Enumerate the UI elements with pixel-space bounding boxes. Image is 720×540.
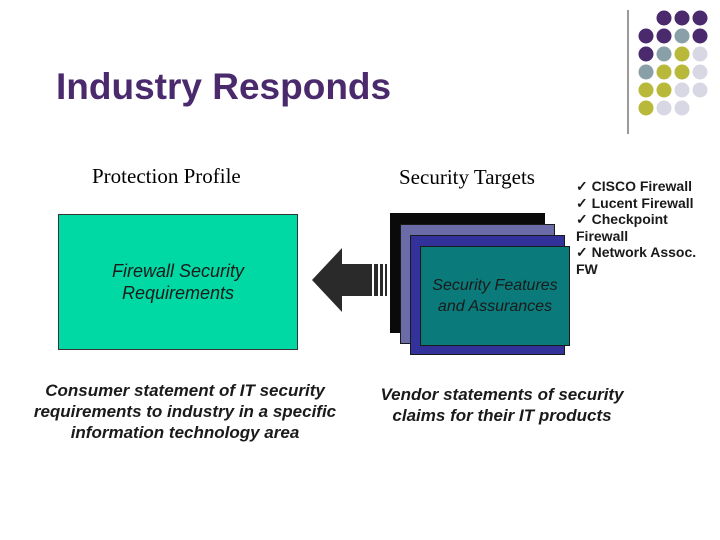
decorative-dot bbox=[692, 28, 708, 44]
decorative-dot bbox=[638, 28, 654, 44]
decorative-dot bbox=[638, 82, 654, 98]
decorative-dot bbox=[656, 10, 672, 26]
decorative-dot bbox=[638, 46, 654, 62]
decorative-dot bbox=[638, 100, 654, 116]
security-targets-label: Security Targets bbox=[399, 165, 535, 189]
decorative-dot bbox=[674, 46, 690, 62]
decorative-dot-grid bbox=[638, 10, 708, 116]
vendor-item: ✓ CISCO Firewall bbox=[576, 178, 692, 194]
decorative-dot bbox=[638, 64, 654, 80]
consumer-statement-caption: Consumer statement of IT security requir… bbox=[33, 381, 337, 442]
vendor-item: ✓ Lucent Firewall bbox=[576, 194, 694, 211]
decorative-dot bbox=[674, 100, 690, 116]
decorative-dot bbox=[656, 46, 672, 62]
decorative-dot bbox=[656, 100, 672, 116]
vendor-statement-caption: Vendor statements of security claims for… bbox=[380, 385, 624, 425]
slide-title: Industry Responds bbox=[56, 66, 392, 107]
decorative-dot bbox=[692, 10, 708, 26]
vendor-item: ✓ Network Assoc. FW bbox=[576, 244, 697, 277]
decorative-dot bbox=[674, 64, 690, 80]
vendor-item: ✓ Checkpoint Firewall bbox=[576, 211, 668, 244]
decorative-dot bbox=[692, 64, 708, 80]
protection-profile-box: Firewall Security Requirements bbox=[58, 214, 298, 350]
decorative-dot bbox=[692, 46, 708, 62]
decorative-dot bbox=[656, 28, 672, 44]
security-target-front-box: Security Features and Assurances bbox=[420, 246, 570, 346]
security-target-box-text: Security Features and Assurances bbox=[432, 277, 558, 315]
decorative-dot bbox=[674, 28, 690, 44]
decorative-dot bbox=[656, 82, 672, 98]
title-divider-line bbox=[627, 10, 629, 134]
protection-profile-box-text: Firewall Security Requirements bbox=[111, 261, 245, 303]
decorative-dot bbox=[692, 82, 708, 98]
left-arrow-icon bbox=[312, 248, 387, 312]
decorative-dot bbox=[674, 10, 690, 26]
decorative-dot bbox=[656, 64, 672, 80]
decorative-dot bbox=[674, 82, 690, 98]
vendor-list: ✓ CISCO Firewall ✓ Lucent Firewall ✓ Che… bbox=[576, 178, 720, 277]
protection-profile-label: Protection Profile bbox=[92, 164, 241, 188]
